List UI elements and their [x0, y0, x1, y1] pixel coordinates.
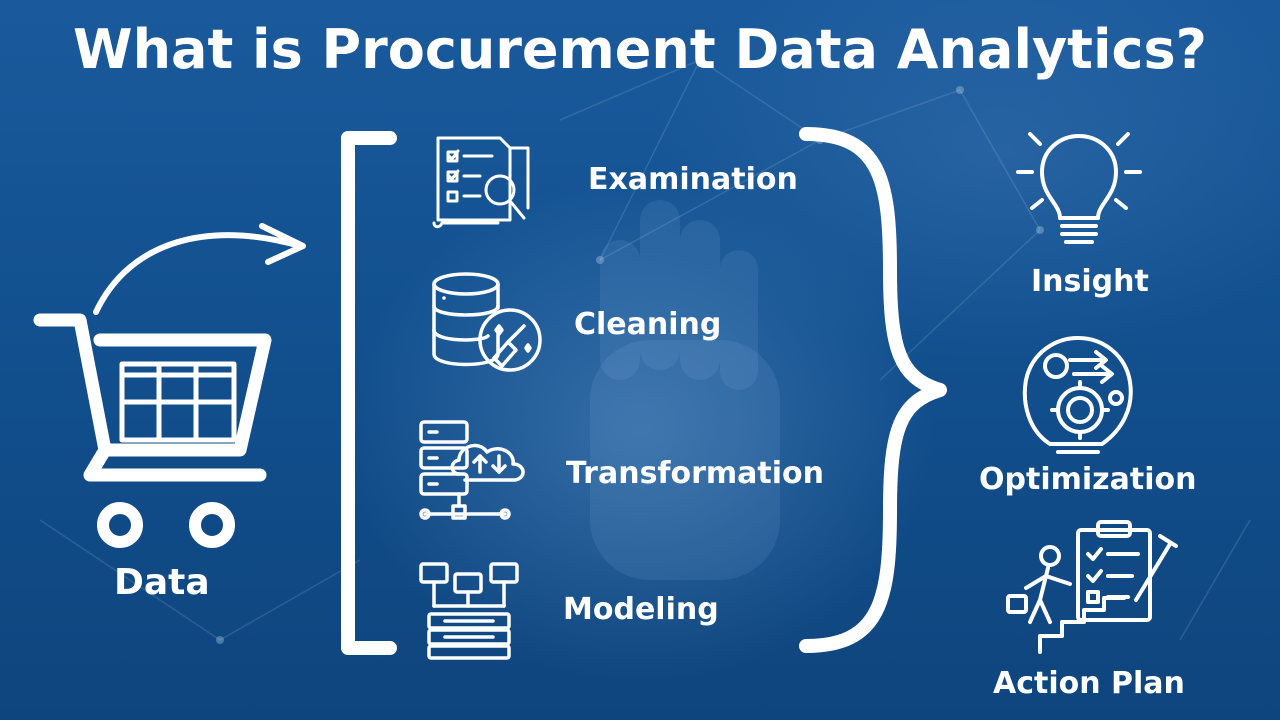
- hierarchy-model-icon: [419, 562, 519, 660]
- left-bracket: [341, 131, 397, 655]
- database-broom-icon: [432, 272, 542, 372]
- step-transformation-label: Transformation: [566, 456, 824, 491]
- page-title: What is Procurement Data Analytics?: [73, 18, 1207, 81]
- right-curly-brace: [799, 127, 947, 653]
- outcome-action-plan-label: Action Plan: [993, 666, 1185, 701]
- outcome-optimization-label: Optimization: [979, 462, 1197, 497]
- outcome-insight-label: Insight: [1031, 264, 1149, 299]
- step-examination-label: Examination: [588, 162, 798, 197]
- climbing-checklist-icon: [1006, 520, 1178, 654]
- document-magnifier-icon: [432, 136, 530, 229]
- data-label: Data: [114, 562, 210, 603]
- shopping-cart-icon: [33, 313, 272, 548]
- gear-lightbulb-icon: [1022, 336, 1133, 454]
- server-cloud-icon: [419, 420, 525, 520]
- step-cleaning-label: Cleaning: [574, 307, 722, 342]
- lightbulb-icon: [1016, 132, 1142, 244]
- step-modeling-label: Modeling: [563, 592, 719, 627]
